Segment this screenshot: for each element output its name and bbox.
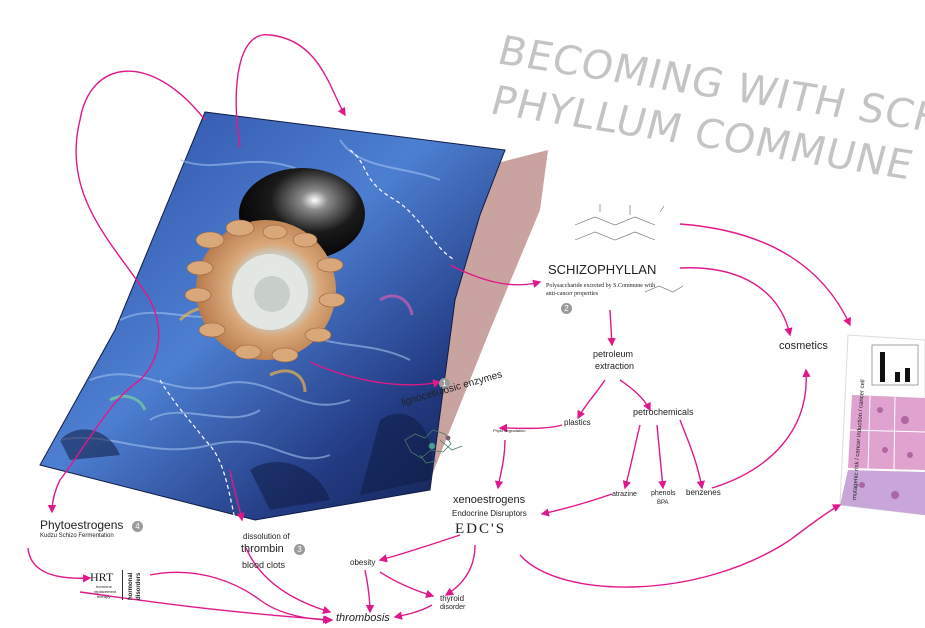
- thyroid-label-line1: thyroid: [440, 594, 464, 603]
- petroleum-extraction-line2: extraction: [595, 361, 634, 371]
- thyroid-label-line2: disorder: [440, 604, 465, 611]
- phyto-degradation-label: Phyto degradation: [493, 428, 525, 433]
- hrt-sub-3: therapy: [97, 594, 110, 599]
- step-badge-3: 3: [294, 544, 305, 555]
- hormonal-disorders-line2: disorders: [136, 573, 142, 600]
- blood-clots-label: blood clots: [242, 560, 285, 570]
- atrazine-label: atrazine: [612, 491, 637, 498]
- endocrine-disruptors-label: Endocrine Disruptors: [452, 509, 527, 518]
- step-badge-4: 4: [132, 521, 143, 532]
- petrochemicals-label: petrochemicals: [633, 407, 694, 417]
- phenols-label: phenols: [651, 490, 676, 497]
- hrt-label: HRT: [90, 570, 113, 585]
- hormonal-disorders-line1: hormonal: [128, 573, 134, 600]
- edcs-label: EDC'S: [455, 521, 506, 538]
- cosmetics-label: cosmetics: [779, 340, 828, 352]
- thrombin-label: thrombin: [241, 543, 284, 555]
- xenoestrogens-label: xenoestrogens: [453, 494, 525, 506]
- bpa-label: BPA: [657, 500, 669, 506]
- obesity-label: obesity: [350, 558, 375, 567]
- thrombosis-label: thrombosis: [336, 612, 390, 624]
- petroleum-extraction-line1: petroleum: [593, 349, 633, 359]
- dissolution-label: dissolution of: [243, 532, 290, 541]
- benzenes-label: benzenes: [686, 488, 721, 497]
- hrt-divider: [122, 570, 123, 600]
- schizophyllan-structure: [575, 204, 683, 292]
- phytoestrogens-label: Phytoestrogens: [40, 518, 123, 532]
- kudzu-label: Kudzu Schizo Fermentation: [40, 533, 114, 539]
- plastics-label: plastics: [564, 418, 591, 427]
- step-badge-2: 2: [561, 303, 572, 314]
- schizophyllan-description: Polysaccharide excreted by S.Commune wit…: [546, 282, 656, 298]
- schizophyllan-label: SCHIZOPHYLLAN: [548, 262, 656, 277]
